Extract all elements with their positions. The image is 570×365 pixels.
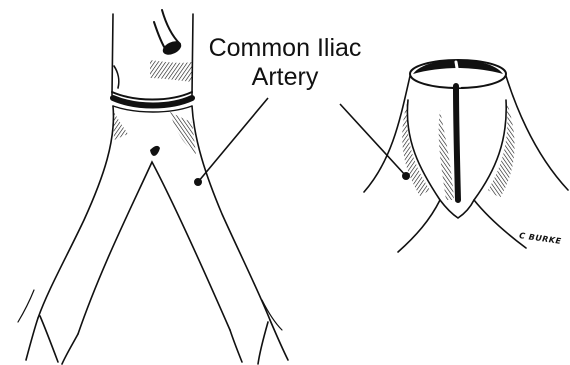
leader-right-dot [403,173,409,179]
right-bifurcation [364,60,568,252]
label-line-1: Common Iliac [190,34,380,63]
common-iliac-artery-label: Common Iliac Artery [190,34,380,92]
leader-lines [195,98,409,185]
leader-right [340,104,406,176]
leader-left-dot [195,179,201,185]
label-line-2: Artery [190,63,380,92]
leader-left [198,98,268,182]
